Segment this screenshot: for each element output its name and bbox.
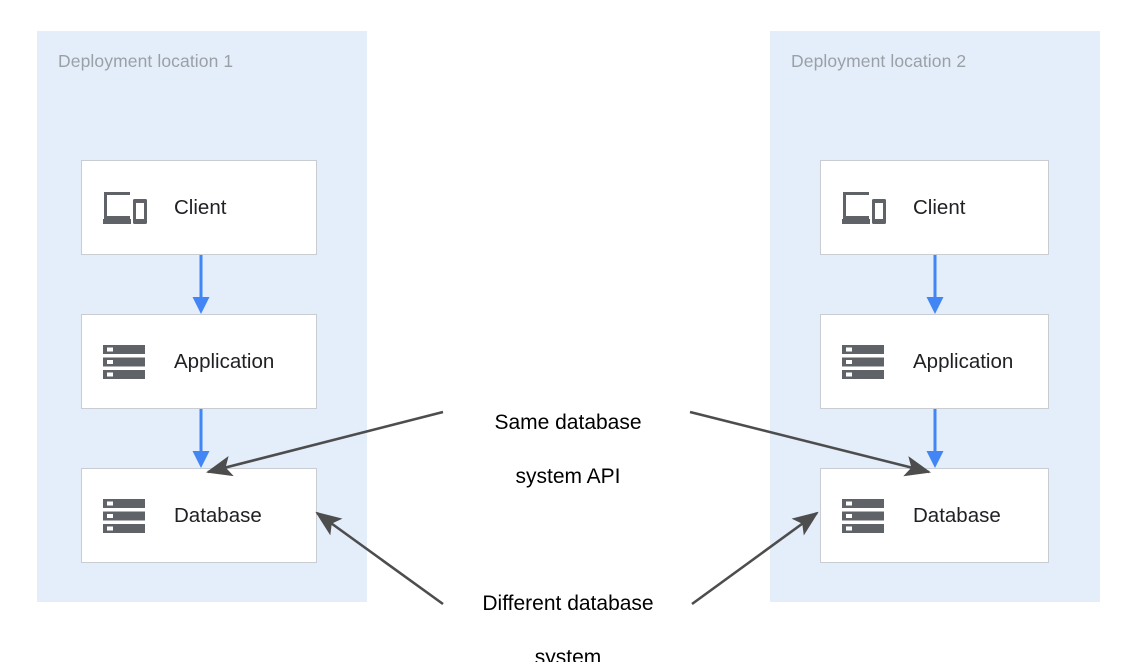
node-database-2[interactable]: Database (820, 468, 1049, 563)
server-icon (101, 496, 147, 536)
node-database-1[interactable]: Database (81, 468, 317, 563)
server-icon (840, 496, 886, 536)
annotation-same-api-line-1: Same database (494, 411, 642, 434)
node-database-2-label: Database (913, 503, 1001, 527)
node-client-2[interactable]: Client (820, 160, 1049, 255)
server-icon (101, 342, 147, 382)
zone-1-label: Deployment location 1 (58, 51, 234, 71)
node-client-1-label: Client (174, 195, 227, 219)
flow-arrow-application-1-to-database-1 (190, 409, 212, 474)
devices-icon (101, 188, 147, 228)
flow-arrow-client-1-to-application-1 (190, 255, 212, 320)
node-client-2-label: Client (913, 195, 966, 219)
node-application-2-label: Application (913, 349, 1014, 373)
annotation-different-database-system: Different database system (443, 563, 693, 662)
zone-2-label: Deployment location 2 (791, 51, 967, 71)
node-client-1[interactable]: Client (81, 160, 317, 255)
node-application-2[interactable]: Application (820, 314, 1049, 409)
server-icon (840, 342, 886, 382)
node-application-1[interactable]: Application (81, 314, 317, 409)
annotation-same-database-system-api: Same database system API (446, 382, 690, 517)
annotation-same-api-line-2: system API (515, 465, 621, 488)
flow-arrow-client-2-to-application-2 (924, 255, 946, 320)
devices-icon (840, 188, 886, 228)
annotation-different-system-line-1: Different database (482, 592, 654, 615)
flow-arrow-application-2-to-database-2 (924, 409, 946, 474)
node-database-1-label: Database (174, 503, 262, 527)
annotation-different-system-line-2: system (534, 646, 602, 662)
node-application-1-label: Application (174, 349, 275, 373)
